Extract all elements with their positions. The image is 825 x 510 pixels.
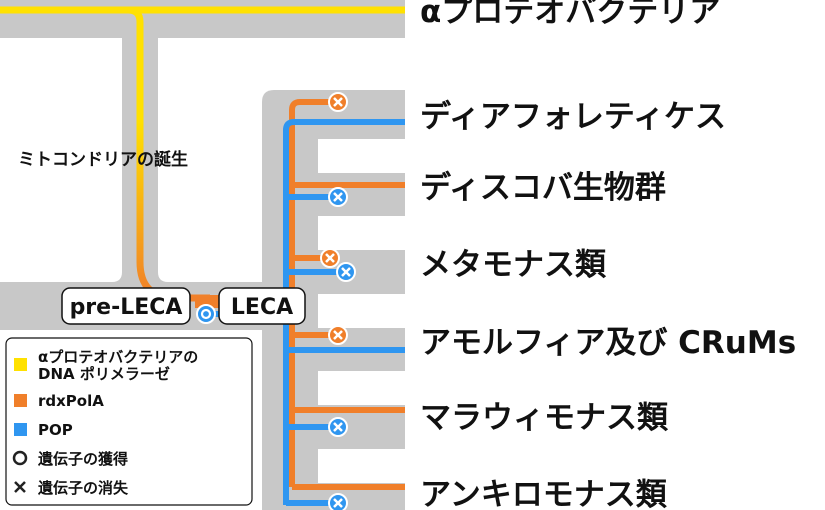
branch-gap	[318, 371, 405, 405]
rdxpola-line	[289, 99, 338, 111]
legend-swatch	[14, 358, 27, 371]
gene-loss-marker	[320, 248, 340, 268]
legend-label: POP	[38, 421, 73, 439]
legend-item: POP	[14, 421, 73, 439]
taxon-label: メタモナス類	[420, 247, 607, 283]
loss-legend-icon	[14, 481, 26, 493]
legend-label: DNA ポリメラーゼ	[38, 365, 170, 383]
gene-loss-marker	[336, 262, 356, 282]
legend-box	[5, 337, 253, 506]
taxon-labels: αプロテオバクテリア ディアフォレティケス ディスコバ生物群 メタモナス類 アモ…	[420, 0, 796, 510]
node-leca: LECA	[218, 287, 306, 325]
legend-item: 遺伝子の獲得	[12, 450, 128, 468]
taxon-label: アモルフィア及び CRuMs	[420, 325, 796, 361]
taxon-label: αプロテオバクテリア	[420, 0, 720, 30]
pop-line	[283, 119, 405, 131]
legend-item: rdxPolA	[14, 392, 104, 410]
branch-gap	[318, 294, 405, 328]
mitochondria-origin-label: ミトコンドリアの誕生	[18, 149, 188, 170]
alpha-branch-bg	[0, 0, 405, 38]
legend-label: 遺伝子の消失	[37, 479, 129, 497]
legend-swatch	[14, 394, 27, 407]
gene-gain-marker	[196, 304, 216, 324]
alpha-dna-pol-line	[0, 6, 405, 120]
gain-legend-icon	[12, 450, 28, 466]
taxon-label: ディスコバ生物群	[420, 170, 666, 206]
taxon-label: アンキロモナス類	[420, 477, 668, 510]
legend-label: rdxPolA	[38, 392, 104, 410]
stem-bg	[0, 0, 270, 330]
gene-loss-marker	[328, 187, 348, 207]
leca-label: LECA	[231, 295, 293, 320]
legend-item: 遺伝子の消失	[14, 479, 129, 497]
event-markers	[196, 92, 356, 510]
legend-label: 遺伝子の獲得	[37, 450, 128, 468]
taxon-label: マラウィモナス類	[420, 400, 669, 436]
gene-loss-marker	[328, 325, 348, 345]
legend-label: αプロテオバクテリアの	[38, 348, 198, 366]
branch-gap	[318, 139, 405, 173]
gene-loss-marker	[328, 92, 348, 112]
node-pre-leca: pre-LECA	[61, 287, 191, 325]
gene-loss-marker	[328, 417, 348, 437]
pre-leca-label: pre-LECA	[70, 295, 183, 320]
branch-gap	[318, 216, 405, 250]
taxon-label: ディアフォレティケス	[420, 99, 726, 135]
gene-loss-marker	[328, 493, 348, 510]
legend-swatch	[14, 423, 27, 436]
rdxpola-connector	[195, 300, 221, 308]
branch-gap	[318, 449, 405, 483]
